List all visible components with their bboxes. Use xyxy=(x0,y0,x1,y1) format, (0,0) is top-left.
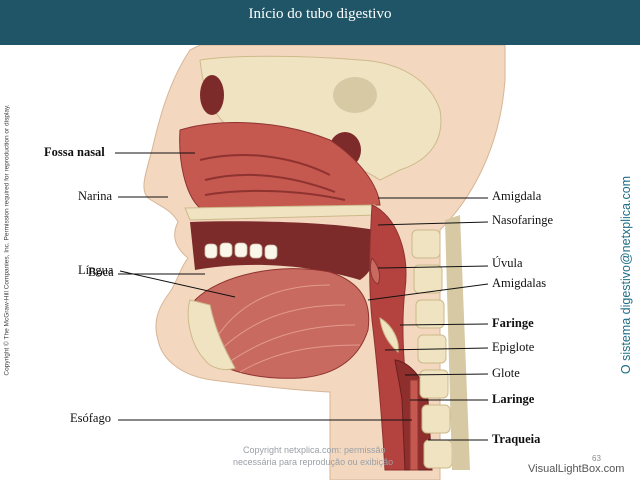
frontal-sinus xyxy=(200,75,224,115)
esophagus xyxy=(409,379,419,471)
epiglottis xyxy=(379,317,399,353)
label-nasofaringe: Nasofaringe xyxy=(492,213,554,227)
label-laringe: Laringe xyxy=(492,392,535,406)
lower-jaw xyxy=(187,299,236,371)
leader-nasofaringe xyxy=(377,221,489,226)
label-traqueia: Traqueia xyxy=(492,432,541,446)
label-esofago: Esófago xyxy=(70,411,111,425)
head-cross-section-diagram xyxy=(115,45,506,480)
footer-copyright-line2: necessária para reprodução ou exibição xyxy=(233,457,394,467)
leader-lines xyxy=(115,152,489,441)
label-amigdala: Amigdala xyxy=(492,189,542,203)
label-glote: Glote xyxy=(492,366,520,380)
leader-faringe xyxy=(399,323,489,326)
label-narina: Narina xyxy=(78,189,113,203)
label-fossa-nasal: Fossa nasal xyxy=(44,145,105,159)
footer-copyright-line1: Copyright netxplica.com: permissão xyxy=(243,445,386,455)
watermark-text: VisualLightBox.com xyxy=(528,463,625,475)
brain-shadow xyxy=(333,77,377,113)
leader-amigdalas xyxy=(367,283,489,301)
nasal-cavity-region xyxy=(179,122,381,209)
label-amigdalas: Amigdalas xyxy=(492,276,547,290)
page-number: 63 xyxy=(592,454,601,463)
leader-epiglote xyxy=(384,347,489,351)
tongue xyxy=(194,268,370,379)
nasal-conchae xyxy=(199,154,346,201)
label-uvula: Úvula xyxy=(492,256,523,270)
tongue-muscle-fibers xyxy=(214,284,361,373)
label-epiglote: Epiglote xyxy=(492,340,535,354)
label-faringe: Faringe xyxy=(492,316,534,330)
uvula xyxy=(369,257,381,285)
leader-glote xyxy=(404,373,489,376)
label-lingua: Língua xyxy=(78,263,114,277)
leader-uvula xyxy=(377,265,489,269)
upper-teeth xyxy=(204,242,278,260)
leader-lingua xyxy=(119,270,236,298)
spinal-cord xyxy=(445,215,470,470)
label-boca: Boca xyxy=(88,265,114,279)
header-bar: Início do tubo digestivo xyxy=(0,0,640,45)
oral-cavity xyxy=(190,221,377,280)
cervical-vertebrae xyxy=(411,229,453,469)
page-title: Início do tubo digestivo xyxy=(248,6,392,22)
